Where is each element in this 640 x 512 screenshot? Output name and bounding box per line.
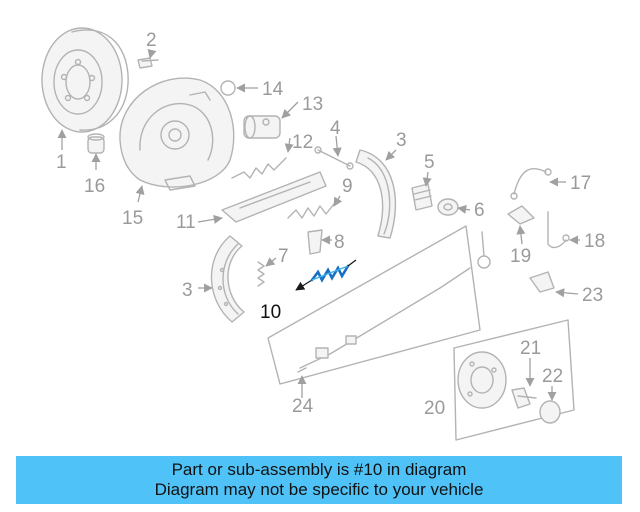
wheel-cylinder (243, 115, 281, 139)
callout-9: 9 (342, 176, 353, 197)
small-clip (220, 80, 236, 96)
brake-drum (41, 27, 129, 133)
callout-24: 24 (292, 396, 314, 417)
hold-down-spring (257, 261, 265, 287)
dust-cap (539, 400, 561, 424)
highlighted-spring-10 (295, 259, 357, 291)
boot (411, 183, 433, 211)
callout-5: 5 (424, 152, 435, 173)
upper-spring (231, 157, 287, 179)
leader-lines (57, 48, 580, 401)
callout-18: 18 (584, 231, 605, 252)
cable-assembly-box (267, 225, 491, 385)
adjuster-lever (221, 171, 327, 223)
callout-11: 11 (176, 212, 196, 233)
callout-20: 20 (424, 398, 445, 419)
callout-17: 17 (570, 173, 591, 194)
parts-diagram: 1 2 3 3 4 5 6 7 8 9 10 11 12 13 14 15 16… (41, 27, 605, 441)
callout-15: 15 (122, 208, 143, 229)
callout-4: 4 (330, 118, 341, 139)
callout-2: 2 (146, 30, 157, 51)
brake-shoe-left (210, 235, 245, 323)
banner-line-2: Diagram may not be specific to your vehi… (154, 480, 484, 499)
hose-clip (529, 271, 555, 293)
cap (437, 198, 459, 216)
retainer (307, 229, 323, 255)
callout-21: 21 (520, 338, 541, 359)
callout-22: 22 (542, 366, 563, 387)
banner-line-1: Part or sub-assembly is #10 in diagram (171, 460, 467, 479)
callout-16: 16 (84, 176, 105, 197)
hub-assembly-box (453, 319, 575, 441)
lower-spring (287, 203, 335, 219)
callout-6: 6 (474, 200, 485, 221)
adjuster-pin (314, 146, 354, 170)
callout-3-upper: 3 (396, 130, 407, 151)
brake-shoe-right (355, 149, 397, 239)
callout-14: 14 (262, 79, 284, 100)
callout-13: 13 (302, 94, 323, 115)
callout-12: 12 (292, 132, 313, 153)
callout-19: 19 (510, 246, 531, 267)
callout-8: 8 (334, 232, 345, 253)
hub-bolt (511, 387, 537, 409)
callout-7: 7 (278, 246, 289, 267)
wheel-bolt (137, 57, 159, 69)
brake-hose (510, 167, 552, 200)
backing-plate (119, 77, 235, 191)
info-banner: Part or sub-assembly is #10 in diagram D… (16, 456, 622, 504)
callout-23: 23 (582, 285, 603, 306)
bushing (87, 133, 105, 154)
bracket (507, 205, 535, 225)
callout-1: 1 (56, 152, 67, 173)
brake-line (547, 211, 570, 249)
callout-10: 10 (260, 302, 281, 323)
callout-3-lower: 3 (182, 280, 193, 301)
